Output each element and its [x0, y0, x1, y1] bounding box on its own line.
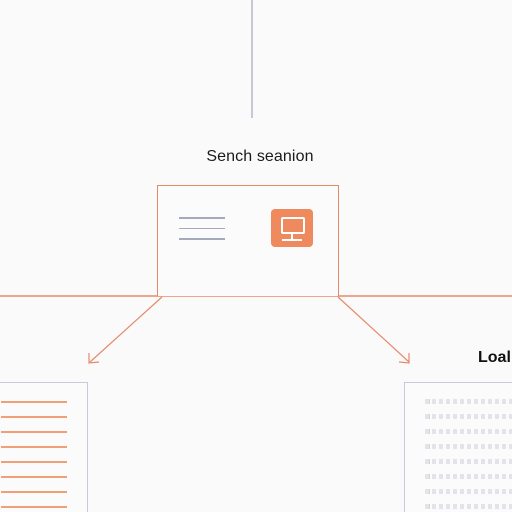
list-item [1, 431, 67, 433]
left-node-card [0, 382, 88, 512]
list-item [1, 401, 67, 403]
top-node-card [157, 185, 339, 296]
list-item [1, 506, 67, 508]
list-item [425, 459, 512, 464]
list-item [425, 414, 512, 419]
list-item [425, 399, 512, 404]
left-arrow-head [88, 353, 100, 364]
right-branch-connector [337, 296, 410, 363]
list-item [425, 489, 512, 494]
list-item [425, 444, 512, 449]
monitor-icon [271, 209, 313, 247]
list-item [1, 461, 67, 463]
list-item [1, 491, 67, 493]
right-node-title: Loal [478, 349, 511, 366]
list-item [425, 474, 512, 479]
right-node-card [404, 382, 512, 512]
list-item [425, 429, 512, 434]
left-branch-connector [89, 296, 163, 363]
list-item [425, 504, 512, 509]
menu-lines-icon [179, 217, 225, 249]
right-arrow-head [398, 353, 410, 364]
list-item [1, 446, 67, 448]
list-item [1, 416, 67, 418]
top-node-title: Sench seanion [206, 148, 314, 165]
list-item [1, 476, 67, 478]
